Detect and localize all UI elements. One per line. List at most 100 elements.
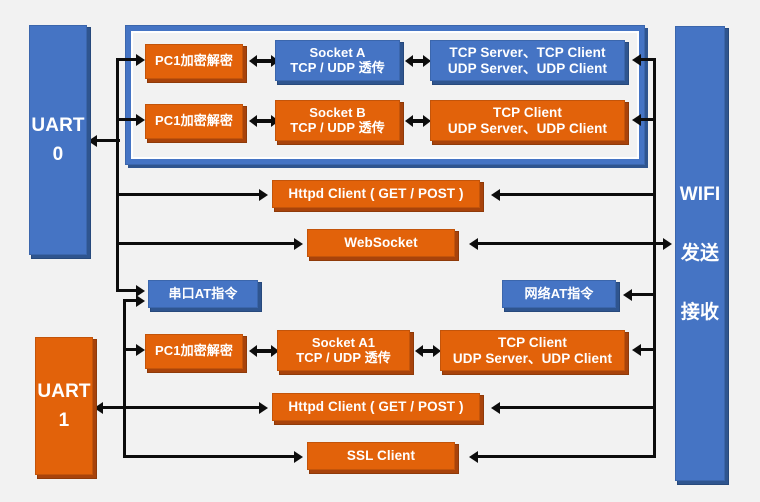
proto-b-line2: UDP Server、UDP Client bbox=[447, 120, 608, 136]
connector-line bbox=[256, 59, 272, 63]
bus-uart1-branch-crypto-a1 bbox=[123, 348, 136, 351]
arrow-right-icon bbox=[294, 450, 303, 463]
proto-b-line1: TCP Client bbox=[492, 105, 562, 121]
connector-socket-a-to-proto-a bbox=[405, 55, 431, 67]
bus-uart0-branch-crypto-a bbox=[116, 58, 136, 61]
block-wifi[interactable]: WIFI 发送 接收 bbox=[675, 26, 725, 481]
arrow-left-icon bbox=[88, 134, 97, 147]
pc1-crypto-a1-label: PC1加密解密 bbox=[155, 343, 233, 359]
connector-line bbox=[412, 59, 424, 63]
socket-a-label: Socket A TCP / UDP 透传 bbox=[276, 44, 399, 75]
websocket-label: WebSocket bbox=[344, 235, 418, 251]
arrow-left-icon bbox=[415, 345, 423, 357]
block-websocket[interactable]: WebSocket bbox=[307, 229, 455, 257]
bus-uart0-branch-crypto-b bbox=[116, 118, 136, 121]
block-socket-a1[interactable]: Socket A1 TCP / UDP 透传 bbox=[277, 330, 410, 371]
uart1-line1: UART bbox=[37, 380, 91, 402]
bus-wifi-branch-httpd1 bbox=[500, 406, 656, 409]
httpd-client-uart1-label: Httpd Client ( GET / POST ) bbox=[288, 399, 464, 415]
bus-wifi-branch-proto-b bbox=[641, 118, 656, 121]
socket-a-line1: Socket A bbox=[309, 44, 366, 60]
arrow-left-icon bbox=[405, 115, 413, 127]
uart1-line2: 1 bbox=[58, 410, 70, 431]
arrow-left-icon bbox=[405, 55, 413, 67]
block-socket-a[interactable]: Socket A TCP / UDP 透传 bbox=[275, 40, 400, 81]
proto-a1-line1: TCP Client bbox=[497, 335, 567, 351]
arrow-right-icon bbox=[663, 237, 672, 250]
block-ssl-client[interactable]: SSL Client bbox=[307, 442, 455, 470]
bus-wifi-branch-proto-a1 bbox=[641, 348, 656, 351]
arrow-right-icon bbox=[433, 345, 441, 357]
block-network-at-command[interactable]: 网络AT指令 bbox=[502, 280, 616, 308]
bus-uart1-vertical bbox=[123, 299, 126, 455]
block-uart0[interactable]: UART 0 bbox=[29, 25, 87, 255]
wifi-line3: 接收 bbox=[680, 301, 720, 323]
arrow-right-icon bbox=[136, 343, 145, 356]
bus-wifi-branch-websocket bbox=[478, 242, 656, 245]
bus-wifi-branch-proto-a bbox=[641, 58, 656, 61]
arrow-left-icon bbox=[249, 345, 257, 357]
uart0-line2: 0 bbox=[52, 144, 64, 165]
network-at-command-label: 网络AT指令 bbox=[524, 285, 594, 301]
arrow-right-icon bbox=[136, 53, 145, 66]
wifi-line2: 发送 bbox=[680, 242, 720, 264]
arrow-left-icon bbox=[623, 288, 632, 301]
block-proto-b[interactable]: TCP Client UDP Server、UDP Client bbox=[430, 100, 625, 141]
bus-uart1-branch-serial-at bbox=[123, 299, 136, 302]
proto-a-label: TCP Server、TCP Client UDP Server、UDP Cli… bbox=[431, 45, 624, 75]
bus-uart0-branch-websocket bbox=[116, 242, 294, 245]
arrow-left-icon bbox=[632, 53, 641, 66]
pc1-crypto-a-label: PC1加密解密 bbox=[155, 53, 233, 69]
block-proto-a[interactable]: TCP Server、TCP Client UDP Server、UDP Cli… bbox=[430, 40, 625, 81]
bus-uart1-return bbox=[102, 406, 259, 409]
connector-line bbox=[422, 349, 434, 353]
socket-b-label: Socket B TCP / UDP 透传 bbox=[276, 104, 399, 135]
block-httpd-client-uart0[interactable]: Httpd Client ( GET / POST ) bbox=[272, 180, 480, 208]
socket-a1-label: Socket A1 TCP / UDP 透传 bbox=[278, 334, 409, 365]
connector-crypto-a1-to-socket-a1 bbox=[249, 345, 279, 357]
uart1-label: UART 1 bbox=[33, 377, 94, 436]
connector-line bbox=[412, 119, 424, 123]
block-pc1-crypto-a1[interactable]: PC1加密解密 bbox=[145, 334, 243, 369]
wifi-line1: WIFI bbox=[679, 183, 721, 205]
socket-b-line2: TCP / UDP 透传 bbox=[290, 119, 385, 135]
block-pc1-crypto-a[interactable]: PC1加密解密 bbox=[145, 44, 243, 79]
arrow-left-icon bbox=[491, 401, 500, 414]
arrow-right-icon bbox=[423, 115, 431, 127]
bus-wifi-branch-httpd0 bbox=[500, 193, 656, 196]
serial-at-command-label: 串口AT指令 bbox=[168, 285, 238, 301]
arrow-left-icon bbox=[469, 450, 478, 463]
block-socket-b[interactable]: Socket B TCP / UDP 透传 bbox=[275, 100, 400, 141]
bus-wifi-feed bbox=[653, 242, 663, 245]
arrow-right-icon bbox=[423, 55, 431, 67]
proto-a1-line2: UDP Server、UDP Client bbox=[452, 350, 613, 366]
proto-a-line2: UDP Server、UDP Client bbox=[447, 60, 608, 76]
uart0-line1: UART bbox=[31, 114, 85, 136]
uart0-label: UART 0 bbox=[27, 111, 88, 170]
bus-wifi-branch-ssl bbox=[478, 455, 656, 458]
pc1-crypto-b-label: PC1加密解密 bbox=[155, 113, 233, 129]
bus-uart0-branch-httpd bbox=[116, 193, 259, 196]
block-uart1[interactable]: UART 1 bbox=[35, 337, 93, 475]
arrow-left-icon bbox=[94, 401, 103, 414]
proto-a1-label: TCP Client UDP Server、UDP Client bbox=[441, 335, 624, 365]
bus-uart1-branch-ssl bbox=[123, 455, 294, 458]
block-proto-a1[interactable]: TCP Client UDP Server、UDP Client bbox=[440, 330, 625, 371]
arrow-right-icon bbox=[136, 113, 145, 126]
wifi-label: WIFI 发送 接收 bbox=[676, 180, 725, 327]
bus-uart0-return bbox=[96, 139, 120, 142]
block-httpd-client-uart1[interactable]: Httpd Client ( GET / POST ) bbox=[272, 393, 480, 421]
arrow-left-icon bbox=[632, 343, 641, 356]
connector-line bbox=[256, 349, 272, 353]
block-serial-at-command[interactable]: 串口AT指令 bbox=[148, 280, 258, 308]
socket-a1-line1: Socket A1 bbox=[311, 334, 376, 350]
ssl-client-label: SSL Client bbox=[346, 448, 416, 464]
httpd-client-uart0-label: Httpd Client ( GET / POST ) bbox=[288, 186, 464, 202]
arrow-right-icon bbox=[259, 188, 268, 201]
arrow-right-icon bbox=[136, 284, 145, 297]
socket-b-line1: Socket B bbox=[309, 104, 366, 120]
bus-uart0-to-serial-at bbox=[116, 242, 119, 292]
proto-a-line1: TCP Server、TCP Client bbox=[449, 45, 606, 61]
block-pc1-crypto-b[interactable]: PC1加密解密 bbox=[145, 104, 243, 139]
bus-serial-at-branch bbox=[116, 289, 136, 292]
